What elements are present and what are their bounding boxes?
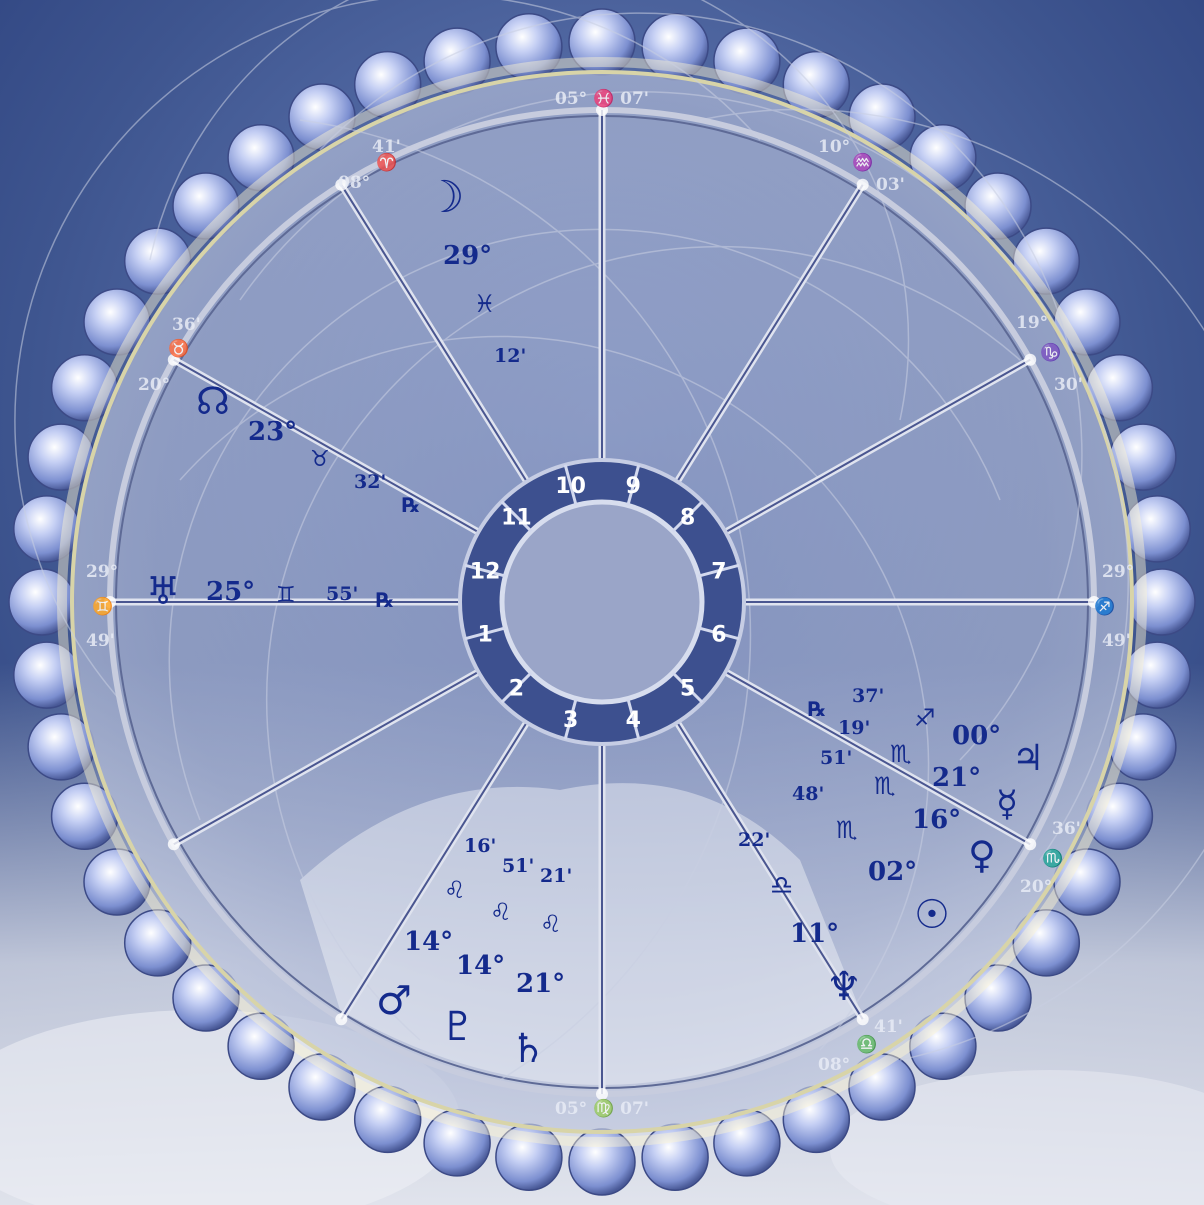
mercury-minutes: 19' [838,717,870,739]
h5-sign: ♎ [856,1034,877,1055]
jupiter-icon: ♃ [1012,738,1044,779]
uranus-icon: ♅ [146,569,180,613]
dsc-deg: 29° [1102,562,1134,582]
saturn-minutes: 21' [540,865,572,887]
house-number-12: 12 [470,560,501,585]
cusp-star [1024,838,1036,850]
saturn-sign: ♌ [540,910,562,938]
cusp-star [857,1013,869,1025]
pluto-icon: ♇ [440,1004,476,1050]
house-number-11: 11 [501,505,532,530]
mc-label: 05° ♓ 07' [555,88,649,109]
h6-min: 36' [1052,819,1081,839]
cusp-star [335,1013,347,1025]
house-number-10: 10 [555,474,586,499]
moon-degree: 29° [443,241,492,271]
house-number-4: 4 [626,708,641,733]
h12-min: 36' [172,315,201,335]
jupiter-sign: ♐ [914,704,936,732]
sun-sign: ♏ [836,816,858,844]
mars-minutes: 16' [464,835,496,857]
uranus-sign: ♊ [276,583,296,608]
saturn-icon: ♄ [510,1026,546,1072]
h12-sign: ♉ [168,338,189,359]
sun-minutes: 48' [792,783,824,805]
neptune-minutes: 22' [738,829,770,851]
h8-min: 30' [1054,375,1083,395]
house-number-5: 5 [680,677,695,702]
saturn-degree: 21° [516,969,565,999]
jupiter-retrograde-icon: ℞ [808,697,826,721]
mercury-icon: ☿ [996,784,1018,825]
ic-label: 05° ♍ 07' [555,1098,649,1119]
house-number-9: 9 [626,474,641,499]
mercury-sign: ♏ [890,740,912,768]
h6-deg: 20° [1020,877,1052,897]
pluto-degree: 14° [456,951,505,981]
asc-min: 49' [86,631,115,651]
pluto-sign: ♌ [490,898,512,926]
uranus-minutes: 55' [326,583,358,605]
moon-minutes: 12' [494,345,526,367]
h5-min: 41' [874,1017,903,1037]
moon-icon: ☽ [425,172,464,223]
h11-min: 41' [372,137,401,157]
node-sign: ♉ [310,447,330,472]
node-retrograde-icon: ℞ [402,493,420,517]
sun-degree: 02° [868,857,917,887]
h9-min: 03' [876,175,905,195]
venus-icon: ♀ [968,833,996,877]
venus-minutes: 51' [820,747,852,769]
dsc-min: 49' [1102,631,1131,651]
house-number-2: 2 [509,677,524,702]
h12-deg: 20° [138,375,170,395]
jupiter-minutes: 37' [852,685,884,707]
cusp-star [1024,354,1036,366]
h9-deg: 10° [818,137,850,157]
cusp-star [857,179,869,191]
asc-sign: ♊ [92,596,113,617]
house-number-3: 3 [563,708,578,733]
dsc-sign: ♐ [1094,596,1115,617]
house-number-6: 6 [711,622,726,647]
uranus-degree: 25° [206,577,255,607]
uranus-retrograde-icon: ℞ [376,588,394,612]
north-node-icon: ☊ [196,379,230,423]
house-number-8: 8 [680,505,695,530]
neptune-sign: ♎ [770,871,793,901]
house-number-7: 7 [711,560,726,585]
h8-sign: ♑ [1040,342,1061,363]
moon-sign: ♓ [474,290,496,318]
house-number-1: 1 [477,622,492,647]
node-minutes: 32' [354,471,386,493]
asc-deg: 29° [86,562,118,582]
mars-icon: ♂ [376,978,412,1024]
h8-deg: 19° [1016,313,1048,333]
neptune-degree: 11° [790,919,839,949]
h9-sign: ♒ [852,152,873,173]
jupiter-degree: 00° [952,721,1001,751]
mars-degree: 14° [404,927,453,957]
cusp-star [168,838,180,850]
node-degree: 23° [248,417,297,447]
mars-sign: ♌ [444,876,466,904]
venus-degree: 16° [912,805,961,835]
h5-deg: 08° [818,1055,850,1075]
center-disc [502,502,702,702]
sun-icon: ☉ [914,892,950,938]
neptune-icon: ♆ [826,964,862,1010]
venus-sign: ♏ [874,772,896,800]
mercury-degree: 21° [932,763,981,793]
h6-sign: ♏ [1042,848,1063,869]
h11-deg: 08° [338,173,370,193]
pluto-minutes: 51' [502,855,534,877]
